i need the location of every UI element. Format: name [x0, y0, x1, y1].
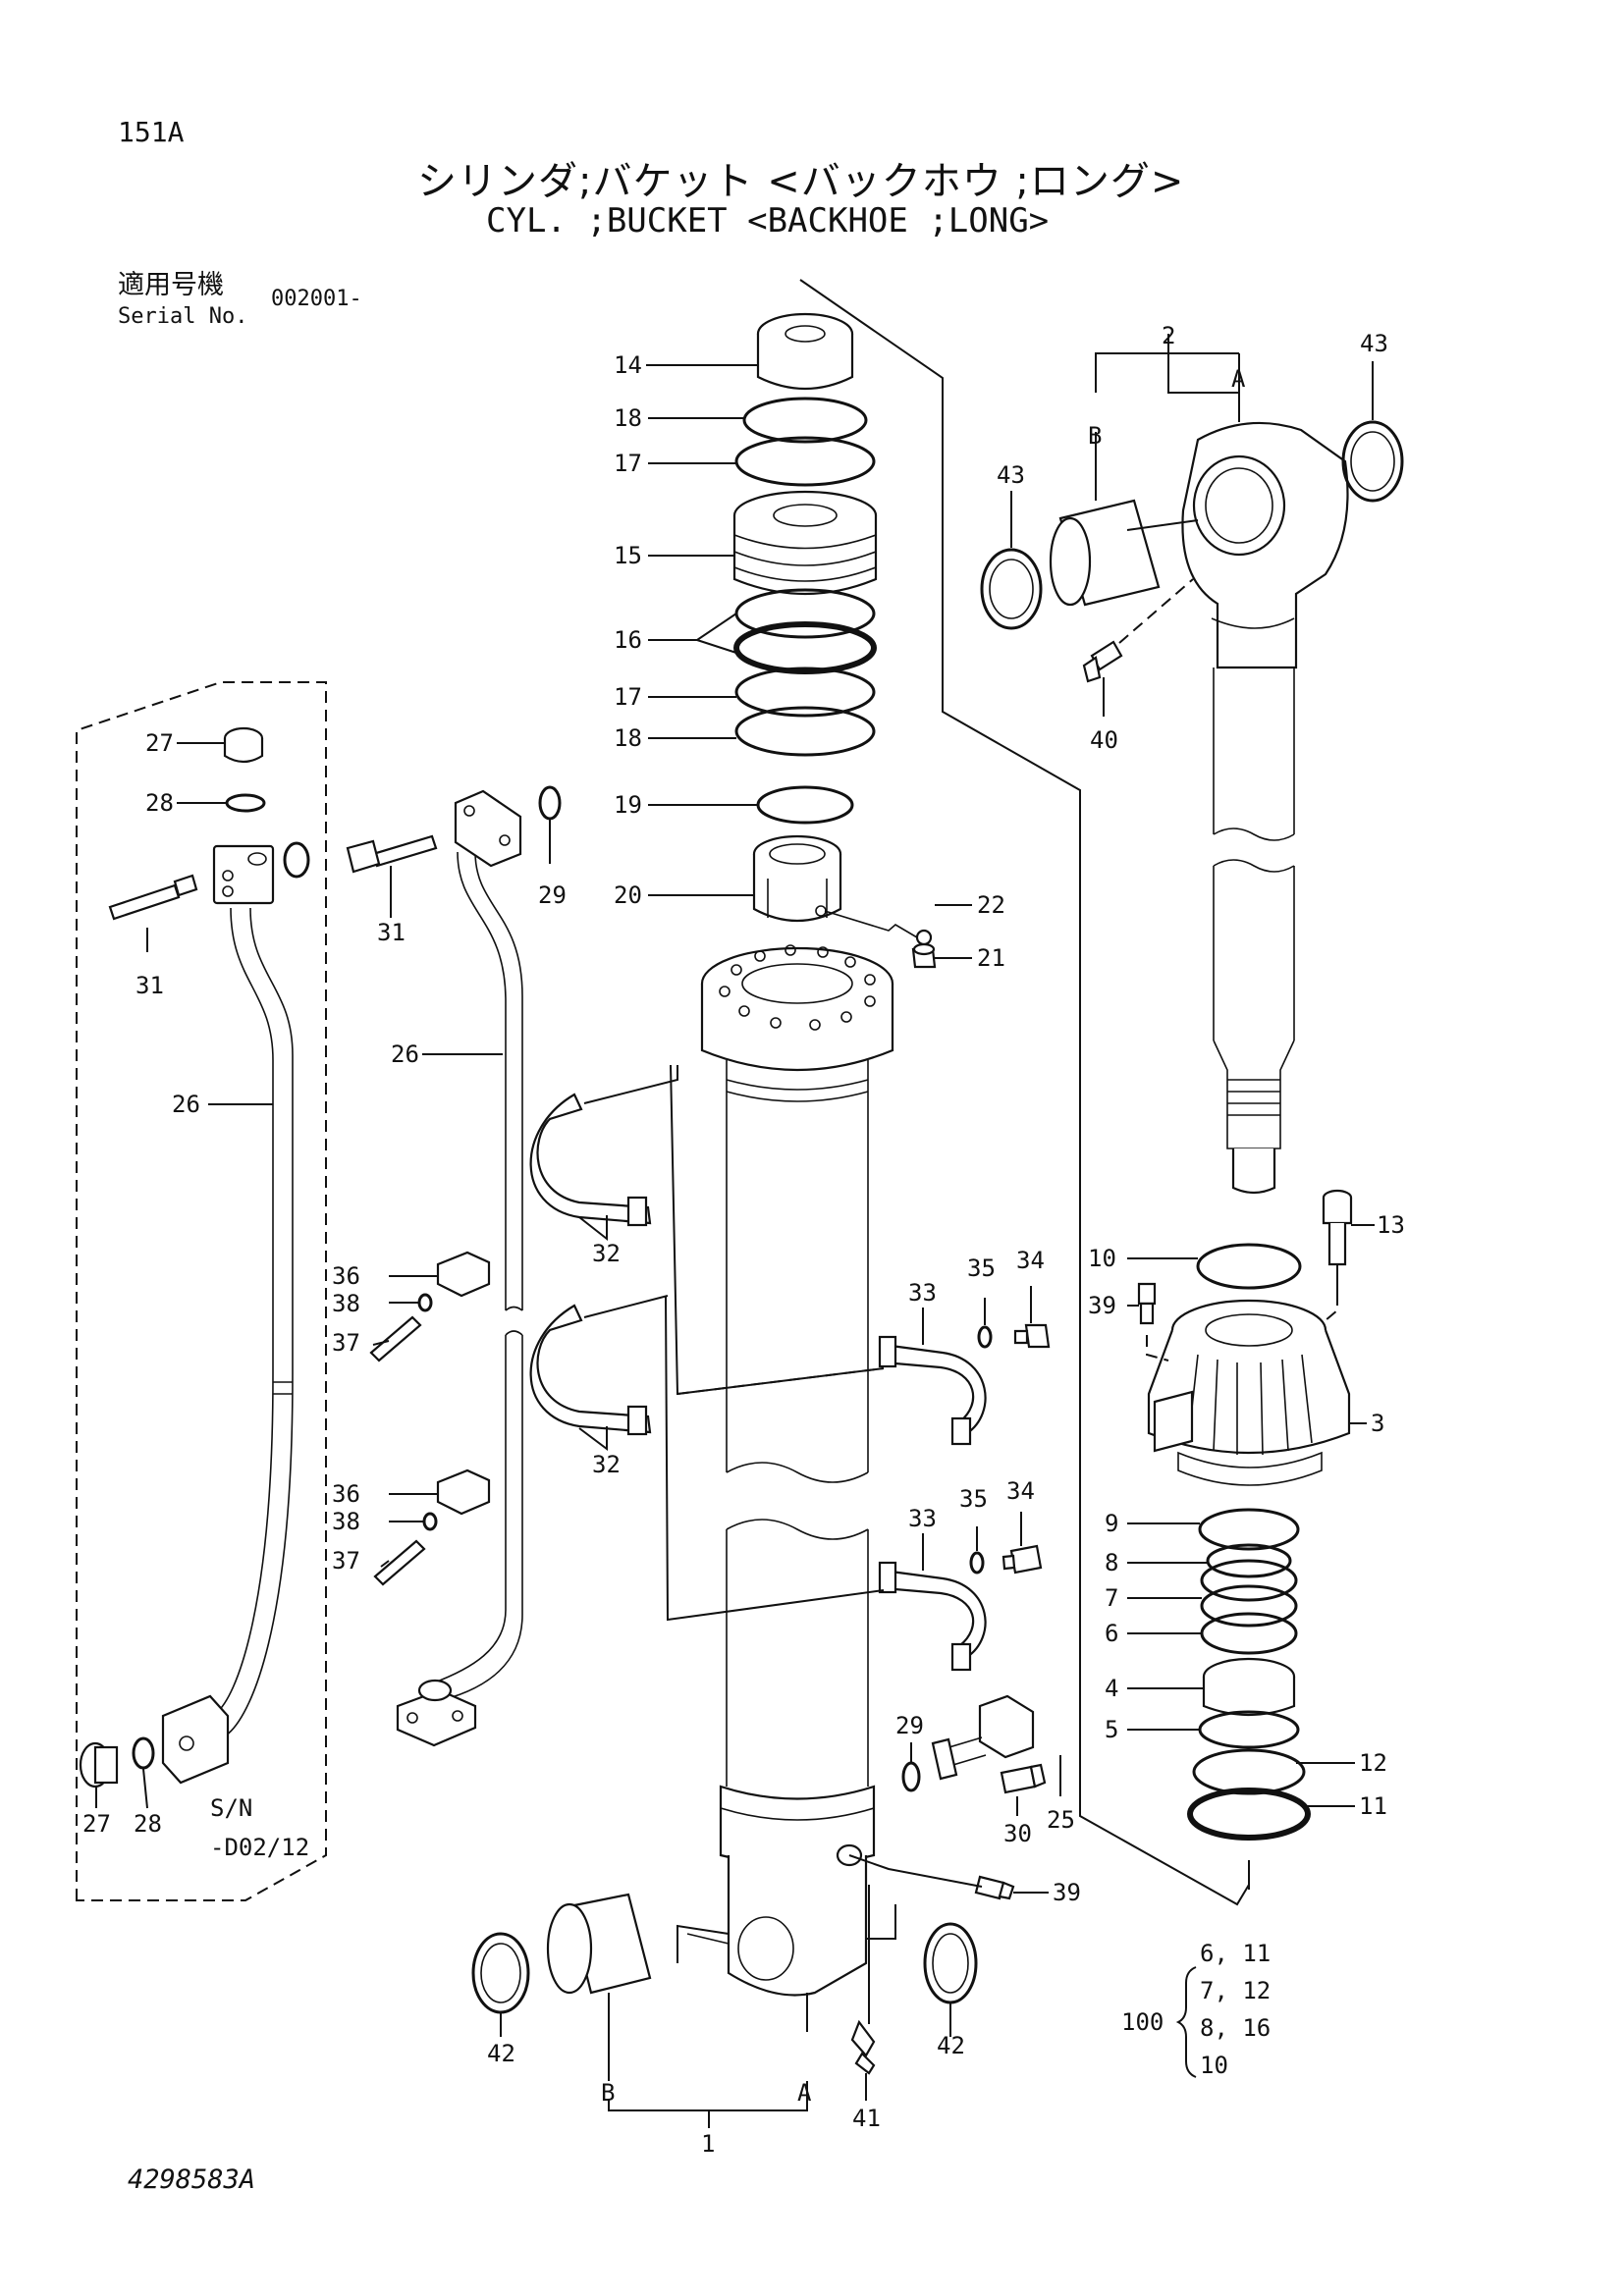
- inset-pipe-assembly: [79, 726, 310, 1789]
- label-42-right: 42: [937, 2032, 965, 2059]
- label-42-left: 42: [487, 2040, 515, 2067]
- label-26-inset: 26: [172, 1091, 200, 1118]
- label-19: 19: [614, 791, 642, 819]
- label-34-lower: 34: [1006, 1477, 1035, 1505]
- label-13: 13: [1377, 1211, 1405, 1239]
- label-3: 3: [1371, 1410, 1384, 1437]
- label-1: 1: [701, 2130, 715, 2158]
- label-31-inset: 31: [135, 972, 164, 999]
- mid-pipe-assembly: [346, 785, 562, 1747]
- label-27-top: 27: [145, 729, 174, 757]
- part-number-labels: 14 18 17 15 16 17 18 19 20 22 21 2 A B 4…: [82, 322, 1405, 2158]
- label-21: 21: [977, 944, 1005, 972]
- label-32-upper: 32: [592, 1240, 621, 1267]
- seal-kit-item-1: 6, 11: [1200, 1940, 1271, 1967]
- drawing-number: 4298583A: [128, 2164, 256, 2195]
- rod-head-assembly: [1137, 1189, 1353, 1841]
- label-29-lower: 29: [895, 1712, 924, 1739]
- label-12: 12: [1359, 1749, 1387, 1777]
- cylinder-tube: [700, 944, 894, 1997]
- label-27-bottom: 27: [82, 1810, 111, 1838]
- label-1b: B: [601, 2079, 615, 2107]
- label-34-upper: 34: [1016, 1247, 1045, 1274]
- label-8: 8: [1105, 1549, 1118, 1576]
- label-39-upper: 39: [1088, 1292, 1116, 1319]
- label-35-upper: 35: [967, 1255, 996, 1282]
- label-36-lower: 36: [332, 1480, 360, 1508]
- label-11: 11: [1359, 1792, 1387, 1820]
- label-18a: 18: [614, 404, 642, 432]
- label-6: 6: [1105, 1620, 1118, 1647]
- label-7: 7: [1105, 1584, 1118, 1612]
- label-35-lower: 35: [959, 1485, 988, 1513]
- label-28-bottom: 28: [134, 1810, 162, 1838]
- label-17a: 17: [614, 450, 642, 477]
- label-40: 40: [1090, 726, 1118, 754]
- label-32-lower: 32: [592, 1451, 621, 1478]
- label-1a: A: [797, 2079, 812, 2107]
- label-38-upper: 38: [332, 1290, 360, 1317]
- label-39-lower: 39: [1053, 1879, 1081, 1906]
- inset-note-line1: S/N: [210, 1794, 252, 1822]
- label-37-lower: 37: [332, 1547, 360, 1575]
- label-4: 4: [1105, 1675, 1118, 1702]
- label-22: 22: [977, 891, 1005, 919]
- label-2a: A: [1231, 365, 1246, 393]
- page-number: 151A: [118, 116, 185, 148]
- label-25: 25: [1047, 1806, 1075, 1834]
- label-43-right: 43: [1360, 330, 1388, 357]
- label-31-mid: 31: [377, 919, 406, 946]
- label-2b: B: [1088, 422, 1102, 450]
- label-36-upper: 36: [332, 1262, 360, 1290]
- pipe-clamps: [369, 1093, 1051, 1672]
- label-38-lower: 38: [332, 1508, 360, 1535]
- title-english: CYL. ;BUCKET <BACKHOE ;LONG>: [486, 201, 1050, 240]
- label-10: 10: [1088, 1245, 1116, 1272]
- label-41: 41: [852, 2105, 881, 2132]
- label-5: 5: [1105, 1716, 1118, 1743]
- label-30: 30: [1003, 1820, 1032, 1847]
- seal-kit-item-4: 10: [1200, 2052, 1228, 2079]
- inset-note-line2: -D02/12: [210, 1834, 309, 1861]
- label-29-top: 29: [538, 881, 567, 909]
- label-9: 9: [1105, 1510, 1118, 1537]
- callouts: [95, 334, 1375, 2128]
- piston-rod: [980, 420, 1404, 1195]
- serial-number-range: 002001-: [271, 287, 362, 311]
- label-17b: 17: [614, 683, 642, 711]
- label-43-left: 43: [997, 461, 1025, 489]
- label-2: 2: [1162, 322, 1175, 349]
- label-37-upper: 37: [332, 1329, 360, 1357]
- label-33-upper: 33: [908, 1279, 937, 1307]
- label-28-top: 28: [145, 789, 174, 817]
- seal-kit-item-2: 7, 12: [1200, 1977, 1271, 2004]
- seal-kit-item-3: 8, 16: [1200, 2014, 1271, 2042]
- label-18b: 18: [614, 724, 642, 752]
- label-33-lower: 33: [908, 1505, 937, 1532]
- tube-bottom-bushings: [471, 1694, 1047, 2075]
- inset-border: [76, 681, 327, 1901]
- title-japanese: シリンダ;バケット <バックホウ ;ロング>: [417, 159, 1185, 204]
- label-16: 16: [614, 626, 642, 654]
- label-14: 14: [614, 351, 642, 379]
- serial-label-japanese: 適用号機: [118, 270, 224, 300]
- piston-stack: [732, 312, 937, 969]
- label-15: 15: [614, 542, 642, 569]
- serial-label-english: Serial No.: [118, 304, 248, 329]
- label-26-mid: 26: [391, 1041, 419, 1068]
- seal-kit-number: 100: [1121, 2008, 1164, 2036]
- label-20: 20: [614, 881, 642, 909]
- leader-lines: [583, 279, 1338, 2024]
